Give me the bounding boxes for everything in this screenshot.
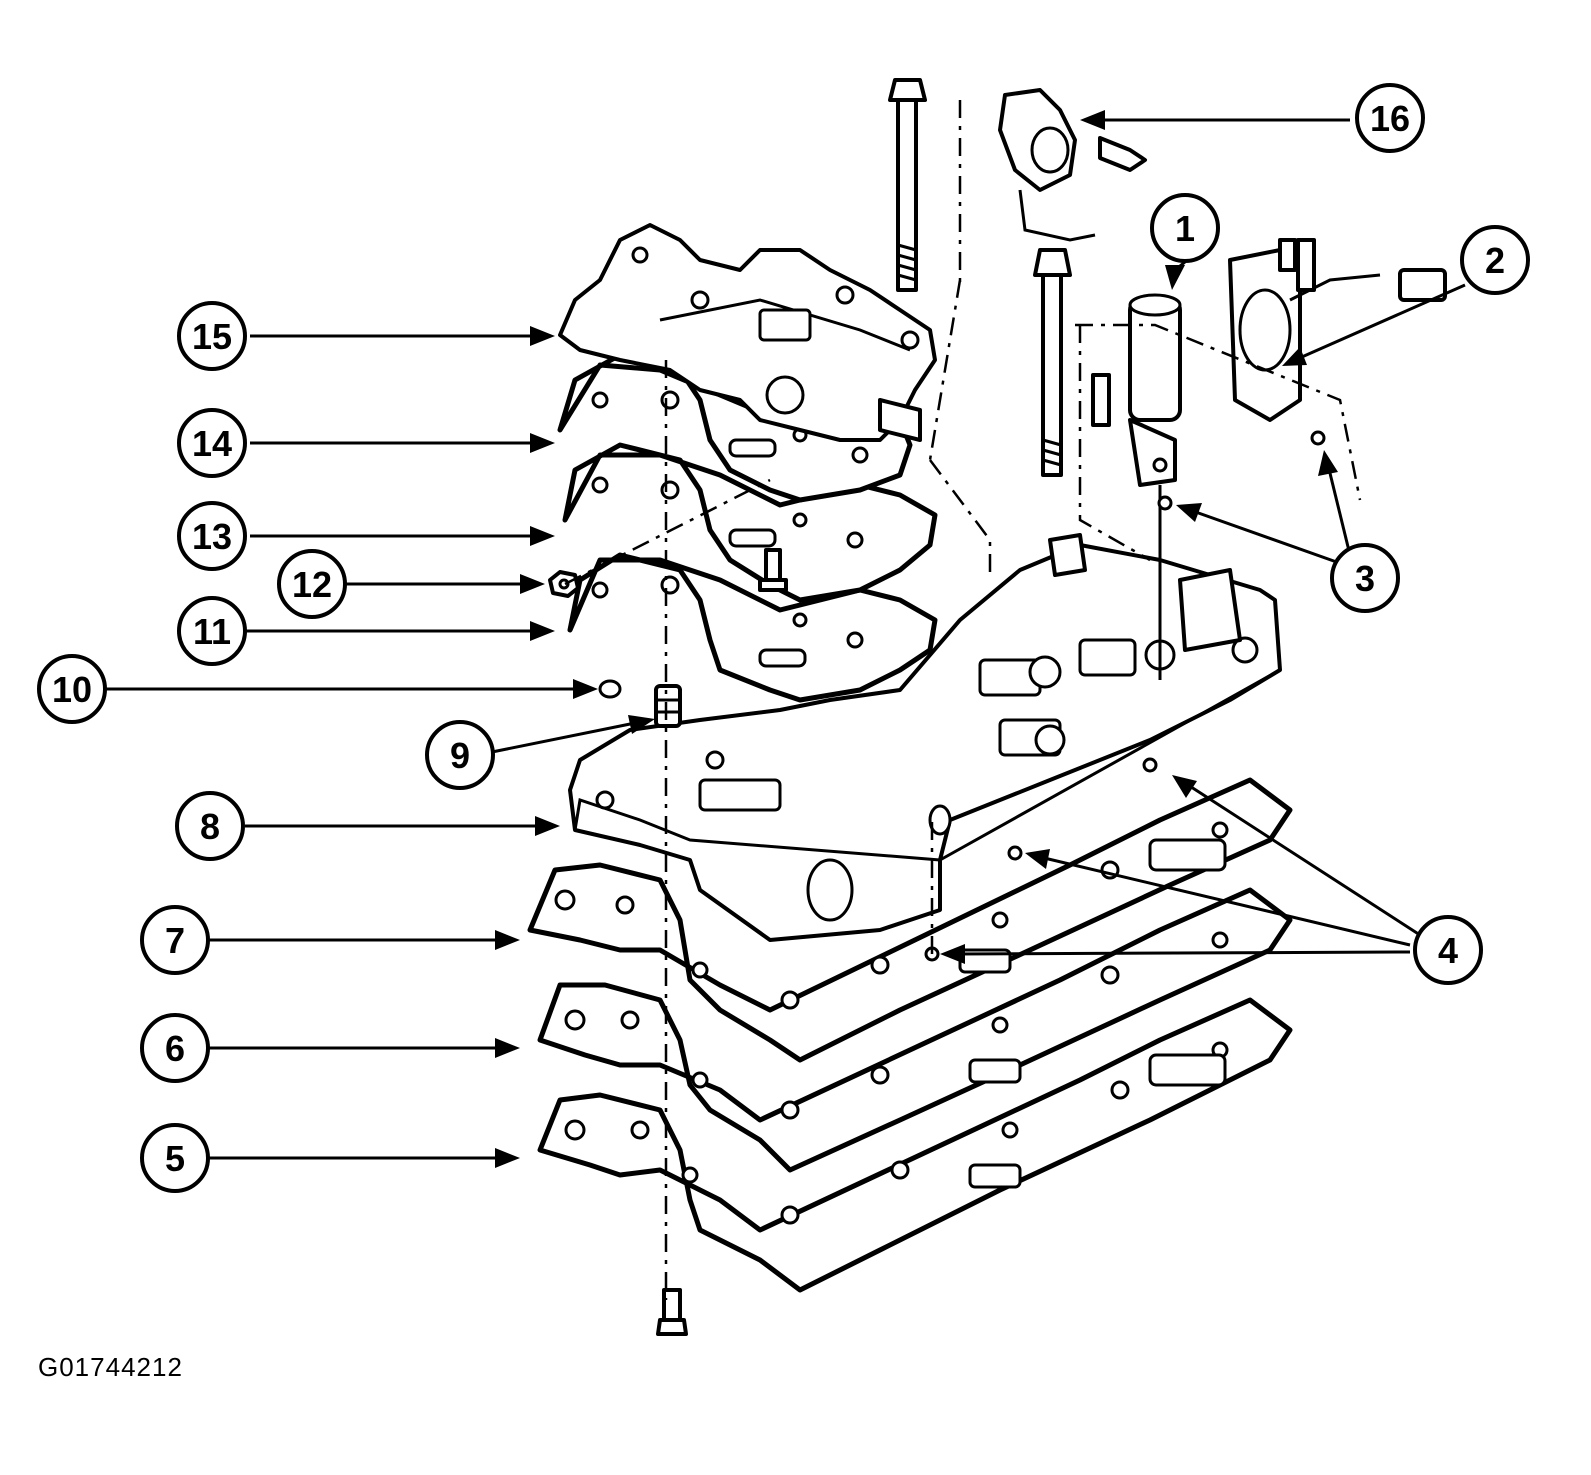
o-ring-10-shape: [598, 679, 622, 699]
figure-id-caption: G01744212: [38, 1352, 183, 1382]
callout-14-label: 14: [192, 423, 232, 464]
gasket-5-plate: [537, 997, 1293, 1293]
callout-6-label: 6: [165, 1028, 185, 1069]
small-bolt-solenoid: [1296, 238, 1316, 292]
callout-2-label: 2: [1485, 240, 1505, 281]
callout-9: 9: [425, 720, 495, 790]
callout-15: 15: [177, 301, 247, 371]
o-ring-3a: [1157, 495, 1173, 511]
callout-7: 7: [140, 905, 210, 975]
callout-13-label: 13: [192, 516, 232, 557]
callout-4: 4: [1413, 915, 1483, 985]
callout-14: 14: [177, 408, 247, 478]
callout-3-label: 3: [1355, 558, 1375, 599]
lower-valve-body-8-shape: [568, 533, 1282, 942]
callout-9-label: 9: [450, 735, 470, 776]
gasket-7-plate: [527, 777, 1293, 1063]
callout-8-label: 8: [200, 806, 220, 847]
check-ball-b: [1007, 845, 1023, 861]
callout-12-label: 12: [292, 564, 332, 605]
callout-16: 16: [1355, 83, 1425, 153]
filter-9-shape: [654, 684, 682, 728]
callout-1-label: 1: [1175, 208, 1195, 249]
short-bolt-bottom: [656, 1288, 688, 1336]
o-ring-3b: [1310, 430, 1326, 446]
separator-plate-6-plate: [537, 887, 1293, 1173]
nut-12-shape: [548, 570, 580, 598]
callout-15-label: 15: [192, 316, 232, 357]
callout-12: 12: [277, 549, 347, 619]
callout-5-label: 5: [165, 1138, 185, 1179]
callout-1: 1: [1150, 193, 1220, 263]
callout-7-label: 7: [165, 920, 185, 961]
small-bolt-solenoid-1: [1091, 373, 1111, 427]
check-ball-a: [1142, 757, 1158, 773]
solenoid-2-shape: [1228, 238, 1447, 422]
callout-8: 8: [175, 791, 245, 861]
callout-3: 3: [1330, 543, 1400, 613]
long-bolt-top: [888, 78, 927, 292]
callout-2: 2: [1460, 225, 1530, 295]
upper-valve-body-15-shape: [558, 223, 937, 442]
callout-11-label: 11: [193, 611, 231, 652]
callout-16-label: 16: [1370, 98, 1410, 139]
stud-bolt: [758, 548, 788, 592]
callout-11: 11: [177, 596, 247, 666]
separator-plate-13-plate: [562, 442, 938, 603]
callout-4-label: 4: [1438, 930, 1458, 971]
callout-13: 13: [177, 501, 247, 571]
gasket-11-plate: [567, 552, 938, 703]
sensor-16-shape: [998, 88, 1147, 242]
leader-lines: [102, 110, 1466, 1168]
long-bolt-middle: [1033, 248, 1072, 477]
callout-10-label: 10: [52, 669, 92, 710]
callout-6: 6: [140, 1013, 210, 1083]
alignment-lines: [564, 100, 1362, 1300]
callout-10: 10: [37, 654, 107, 724]
callout-5: 5: [140, 1123, 210, 1193]
